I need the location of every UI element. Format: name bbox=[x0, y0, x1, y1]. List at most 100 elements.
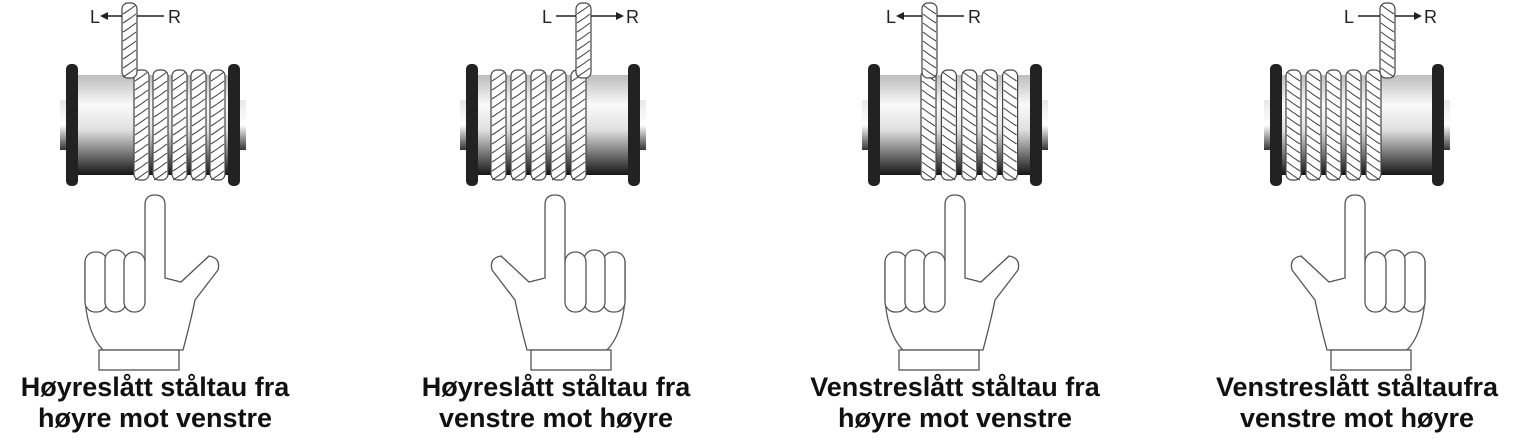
caption-line: Høyreslått ståltau fra bbox=[20, 372, 290, 402]
wrist-cuff bbox=[98, 349, 180, 371]
rope-twist bbox=[571, 116, 586, 127]
rope-twist bbox=[1326, 134, 1341, 145]
rope-twist bbox=[551, 170, 566, 181]
rope-twist bbox=[511, 143, 526, 154]
rope-twist bbox=[1346, 125, 1361, 136]
label-left: L bbox=[1344, 7, 1354, 27]
rope-twist bbox=[531, 80, 546, 91]
rope-twist bbox=[1346, 143, 1361, 154]
rope-twist bbox=[942, 89, 956, 100]
rope-twist bbox=[210, 116, 225, 127]
wrist-cuff bbox=[898, 349, 980, 371]
rope-twist bbox=[210, 152, 225, 163]
caption-line: Høyreslått ståltau fra bbox=[421, 372, 691, 402]
rope-twist bbox=[491, 152, 506, 163]
hand-icon bbox=[84, 194, 220, 371]
rope-twist bbox=[1380, 49, 1395, 60]
rope-twist bbox=[1286, 116, 1301, 127]
rope-twist bbox=[191, 80, 206, 91]
rope-twist bbox=[962, 116, 977, 127]
rope-twist bbox=[491, 80, 506, 91]
rope-twist bbox=[153, 134, 168, 145]
arrowhead-icon bbox=[896, 12, 904, 20]
rope-twist bbox=[1346, 89, 1361, 100]
label-right: R bbox=[968, 7, 981, 27]
rope-twist bbox=[1346, 170, 1361, 181]
rope-twist bbox=[1326, 98, 1341, 109]
rope-twist bbox=[1286, 125, 1301, 136]
rope-twist bbox=[511, 98, 526, 109]
rope-twist bbox=[153, 170, 168, 181]
rope-twist bbox=[982, 134, 997, 145]
rope-twist bbox=[571, 161, 586, 172]
rope-twist bbox=[134, 125, 149, 136]
rope-twist bbox=[511, 125, 526, 136]
rope-twist bbox=[1286, 89, 1301, 100]
rope-twist bbox=[134, 98, 149, 109]
rope-twist bbox=[576, 67, 591, 78]
rope-twist bbox=[922, 49, 937, 60]
rope-twist bbox=[491, 71, 506, 82]
rope-twist bbox=[1366, 161, 1381, 172]
rope-twist bbox=[1346, 71, 1361, 82]
rope-twist bbox=[942, 143, 956, 154]
rope-twist bbox=[551, 98, 566, 109]
rope-twist bbox=[1366, 107, 1381, 118]
rope-twist bbox=[191, 152, 206, 163]
rope-twist bbox=[982, 80, 997, 91]
rope-twist bbox=[571, 107, 586, 118]
wrist-cuff bbox=[530, 349, 612, 371]
rope-twist bbox=[921, 116, 936, 127]
rope-twist bbox=[134, 107, 149, 118]
rope-twist bbox=[982, 71, 997, 82]
rope-twist bbox=[511, 170, 526, 181]
rope-twist bbox=[531, 71, 546, 82]
drum-flange-left bbox=[1270, 64, 1282, 186]
rope-twist bbox=[571, 98, 586, 109]
rope-twist bbox=[153, 107, 168, 118]
rope-twist bbox=[172, 116, 187, 127]
rope-twist bbox=[1306, 125, 1321, 136]
rope-twist bbox=[962, 125, 977, 136]
rope-twist bbox=[491, 170, 506, 181]
rope-twist bbox=[571, 80, 586, 91]
rope-twist bbox=[122, 22, 137, 33]
rope-twist bbox=[1286, 143, 1301, 154]
rope-twist bbox=[982, 89, 997, 100]
rope-twist bbox=[134, 89, 149, 100]
rope-twist bbox=[1306, 152, 1321, 163]
rope-twist bbox=[1003, 116, 1017, 127]
rope-twist bbox=[191, 143, 206, 154]
rope-twist bbox=[491, 134, 506, 145]
caption-line: høyre mot venstre bbox=[37, 403, 273, 433]
rope-twist bbox=[942, 71, 956, 82]
rope-twist bbox=[576, 13, 591, 24]
rope-twist bbox=[922, 22, 937, 33]
rope-twist bbox=[134, 134, 149, 145]
rope-twist bbox=[942, 107, 956, 118]
rope-twist bbox=[1306, 143, 1321, 154]
rope-twist bbox=[1306, 107, 1321, 118]
rope-twist bbox=[172, 125, 187, 136]
rope-twist bbox=[210, 71, 225, 82]
rope-twist bbox=[1380, 4, 1395, 15]
rope-twist bbox=[1326, 125, 1341, 136]
rope-twist bbox=[511, 107, 526, 118]
rope-twist bbox=[1286, 80, 1301, 91]
rope-twist bbox=[191, 98, 206, 109]
rope-twist bbox=[1003, 89, 1017, 100]
rope-twist bbox=[172, 134, 187, 145]
drum-flange-right bbox=[228, 64, 240, 186]
rope-twist bbox=[1286, 134, 1301, 145]
rope-twist bbox=[921, 98, 936, 109]
hand-icon bbox=[490, 194, 626, 371]
rope-twist bbox=[1366, 116, 1381, 127]
rope-twist bbox=[172, 143, 187, 154]
rope-twist bbox=[1286, 71, 1301, 82]
rope-twist bbox=[122, 67, 137, 78]
label-left: L bbox=[886, 7, 896, 27]
rope-twist bbox=[1003, 170, 1017, 181]
